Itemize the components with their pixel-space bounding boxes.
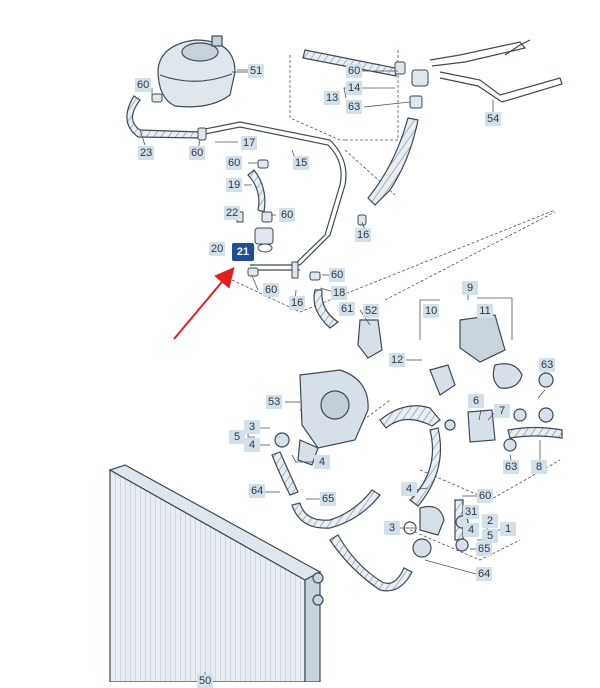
callout-63: 63	[346, 100, 363, 114]
callout-23: 23	[138, 146, 155, 160]
callout-3: 3	[244, 420, 260, 434]
callout-50: 50	[197, 674, 214, 688]
callout-4: 4	[244, 438, 260, 452]
callout-60: 60	[135, 78, 152, 92]
callout-7: 7	[494, 404, 510, 418]
pointer-arrow	[173, 266, 235, 340]
callout-1: 1	[500, 522, 516, 536]
callout-60: 60	[226, 156, 243, 170]
callout-54: 54	[485, 112, 502, 126]
callout-65: 65	[476, 542, 493, 556]
callout-60: 60	[346, 64, 363, 78]
callout-52: 52	[363, 304, 380, 318]
callout-11: 11	[477, 304, 493, 318]
callout-12: 12	[389, 353, 406, 367]
callout-20: 20	[209, 242, 226, 256]
callout-53: 53	[266, 395, 283, 409]
callout-14: 14	[346, 81, 363, 95]
callout-5: 5	[229, 430, 245, 444]
callout-21-highlighted: 21	[232, 243, 254, 261]
callout-61: 61	[339, 302, 356, 316]
callout-17: 17	[241, 136, 258, 150]
callout-4: 4	[401, 482, 417, 496]
callout-60: 60	[477, 489, 494, 503]
callout-2: 2	[482, 514, 498, 528]
group-outlines	[231, 50, 561, 561]
callout-4: 4	[314, 455, 330, 469]
callout-9: 9	[462, 281, 478, 295]
callout-60: 60	[263, 283, 280, 297]
expansion-tank	[157, 35, 248, 108]
callout-65: 65	[320, 492, 337, 506]
callout-5: 5	[482, 529, 498, 543]
callout-60: 60	[329, 268, 346, 282]
pump-components	[274, 314, 554, 558]
radiator	[108, 464, 324, 682]
callout-6: 6	[468, 394, 484, 408]
callout-10: 10	[423, 304, 440, 318]
callout-63: 63	[539, 358, 556, 372]
callout-22: 22	[224, 206, 241, 220]
callout-3: 3	[384, 521, 400, 535]
callout-13: 13	[324, 91, 341, 105]
callout-60: 60	[279, 208, 296, 222]
callout-16: 16	[289, 296, 306, 310]
callout-31: 31	[463, 505, 480, 519]
callout-19: 19	[226, 178, 243, 192]
pipes	[199, 39, 563, 271]
callout-63: 63	[503, 460, 520, 474]
callout-51: 51	[248, 64, 265, 78]
callout-60: 60	[189, 146, 206, 160]
callout-4: 4	[463, 523, 479, 537]
callout-15: 15	[293, 156, 310, 170]
callout-16: 16	[355, 228, 372, 242]
callout-64: 64	[249, 484, 266, 498]
callout-64: 64	[476, 567, 493, 581]
callout-8: 8	[531, 460, 547, 474]
callout-18: 18	[331, 286, 348, 300]
